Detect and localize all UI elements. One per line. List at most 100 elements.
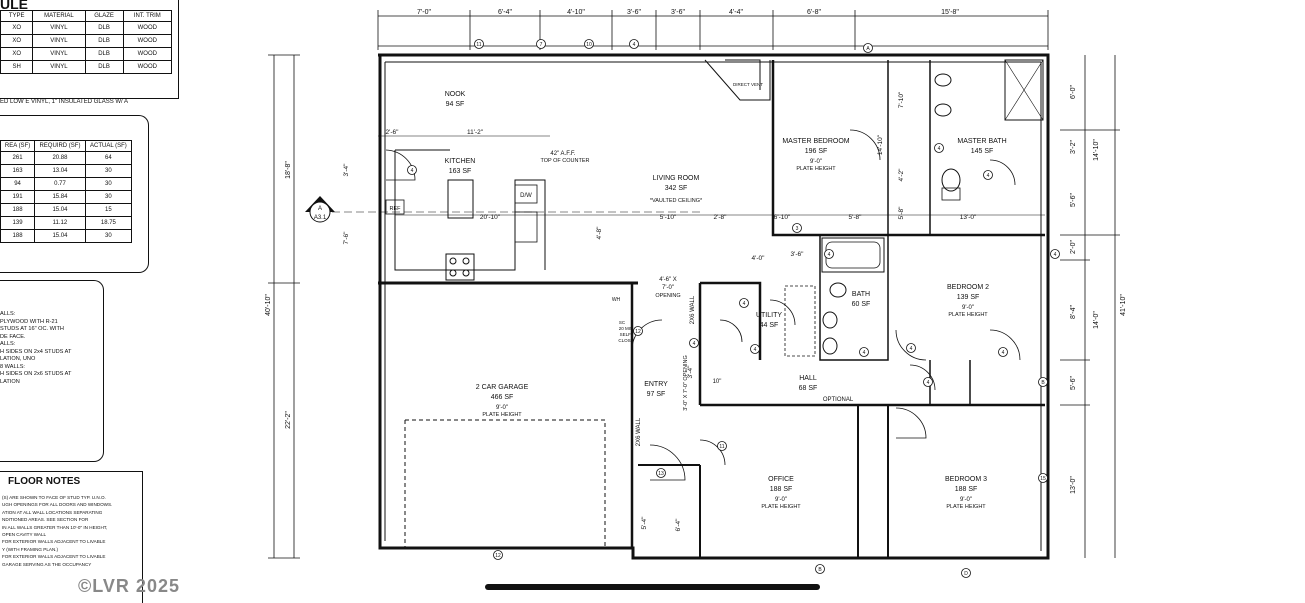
dim-top: 6'-4" xyxy=(498,9,512,16)
floor-notes: FLOOR NOTES (S) ARE SHOWN TO FACE OF STU… xyxy=(0,471,143,603)
window-tag: 4 xyxy=(906,343,916,353)
floor-note-line: OPEN CAVITY WALL xyxy=(2,532,47,538)
plate-height-note: PLATE HEIGHT xyxy=(761,504,801,510)
annotation-opening-3: OPENING xyxy=(655,293,680,299)
room-area: 163 SF xyxy=(449,168,472,175)
window-tag: 4 xyxy=(629,39,639,49)
window-tag: D xyxy=(961,568,971,578)
vent-table-cell: 15.04 xyxy=(34,229,86,243)
room-name: MASTER BATH xyxy=(957,138,1006,145)
dim-interior: 5'-8" xyxy=(898,206,905,220)
wall-note-line: H SIDES ON 2x6 STUDS AT xyxy=(0,371,72,377)
room-area: 68 SF xyxy=(799,385,818,392)
window-schedule-cell: VINYL xyxy=(32,60,86,74)
floor-note-line: ATION AT ALL WALL LOCATIONS SEPARATING xyxy=(2,509,103,515)
dim-interior: 2'-8" xyxy=(714,214,728,221)
annotation-dw: D/W xyxy=(520,193,532,199)
room-name: MASTER BEDROOM xyxy=(782,138,849,145)
room-name: OFFICE xyxy=(768,476,794,483)
dim-interior: 4'-8" xyxy=(596,226,603,240)
dim-left: 22'-2" xyxy=(285,411,292,429)
svg-text:B: B xyxy=(1041,380,1045,386)
window-tag: 4 xyxy=(689,338,699,348)
svg-text:4: 4 xyxy=(1002,350,1005,356)
dim-interior: 5'-4" xyxy=(641,516,648,530)
room-area: 139 SF xyxy=(957,294,980,301)
annotation-dv: DIRECT VENT xyxy=(733,82,763,87)
dim-interior: 7'-10" xyxy=(898,91,905,108)
plate-height: 9'-0" xyxy=(775,497,787,503)
window-tag: 7 xyxy=(536,39,546,49)
dim-left: 18'-8" xyxy=(285,161,292,179)
annotation-opening-1: 4'-6" X xyxy=(659,277,677,283)
room-name: HALL xyxy=(799,375,817,382)
room-name: LIVING ROOM xyxy=(653,175,700,182)
svg-text:A: A xyxy=(866,46,870,52)
floor-note-line: GARAGE SERVING AS THE OCCUPANCY xyxy=(2,561,92,567)
svg-text:B: B xyxy=(818,567,822,573)
room-name: KITCHEN xyxy=(445,158,476,165)
dim-right: 14'-0" xyxy=(1093,311,1100,329)
window-tag: B xyxy=(1038,377,1048,387)
room-area: 188 SF xyxy=(955,486,978,493)
wall-note-line: LATION, UNO xyxy=(0,356,36,362)
dim-interior: 7'-6" xyxy=(343,231,350,245)
svg-text:13: 13 xyxy=(658,471,664,477)
vent-table-cell: 163 xyxy=(0,164,36,178)
dim-interior: 13'-0" xyxy=(960,214,977,221)
floor-note-line: FOR EXTERIOR WALLS ADJACENT TO LIVABLE xyxy=(2,554,106,560)
svg-text:4: 4 xyxy=(743,301,746,307)
wall-note-line: LATION xyxy=(0,378,20,385)
svg-text:4: 4 xyxy=(863,350,866,356)
dim-top: 3'-6" xyxy=(627,9,641,16)
watermark: ©LVR 2025 xyxy=(78,576,180,596)
window-tag: 4 xyxy=(934,143,944,153)
window-schedule-cell: DLB xyxy=(84,60,124,74)
dim-interior: 5'-8" xyxy=(849,214,863,221)
svg-text:4: 4 xyxy=(411,168,414,174)
vent-table-cell: 30 xyxy=(84,229,133,243)
plate-height: 9'-0" xyxy=(960,497,972,503)
window-tag: 4 xyxy=(998,347,1008,357)
dim-interior: 5'-10" xyxy=(660,214,677,221)
annotation-sc-4: CLOSE xyxy=(618,338,633,343)
svg-text:4: 4 xyxy=(633,42,636,48)
dim-right: 5'-6" xyxy=(1070,376,1077,390)
scroll-indicator[interactable] xyxy=(485,584,820,590)
plate-height-note: PLATE HEIGHT xyxy=(796,166,836,172)
svg-text:4: 4 xyxy=(987,173,990,179)
svg-text:4: 4 xyxy=(938,146,941,152)
wall-note-line: STUDS AT 16" OC. WITH xyxy=(0,326,64,332)
dim-right: 13'-0" xyxy=(1070,476,1077,494)
dim-top: 4'-4" xyxy=(729,9,743,16)
room-name: ENTRY xyxy=(644,381,668,388)
window-schedule-note: ED LOW E VINYL, 1" INSULATED GLASS W/ A xyxy=(0,99,129,105)
dim-right: 41'-10" xyxy=(1120,294,1127,316)
annotation-sc-1: SC xyxy=(619,320,626,325)
svg-text:3: 3 xyxy=(796,226,799,232)
dim-top: 15'-8" xyxy=(941,9,959,16)
wall-note-line: H SIDES ON 2x4 STUDS AT xyxy=(0,348,72,355)
window-tag: 4 xyxy=(739,298,749,308)
dim-interior: 4'-0" xyxy=(752,255,766,262)
plate-height: 9'-0" xyxy=(496,405,508,411)
window-tag: 13 xyxy=(656,468,666,478)
room-area: 466 SF xyxy=(491,394,514,401)
floor-note-line: IN ALL WALLS GREATER THAN 10'-0" IN HEIG… xyxy=(2,524,108,530)
window-tag: 3 xyxy=(792,223,802,233)
dim-interior: 20'-10" xyxy=(480,214,501,221)
window-tag: 12 xyxy=(493,550,503,560)
room-name: UTILITY xyxy=(756,312,782,319)
